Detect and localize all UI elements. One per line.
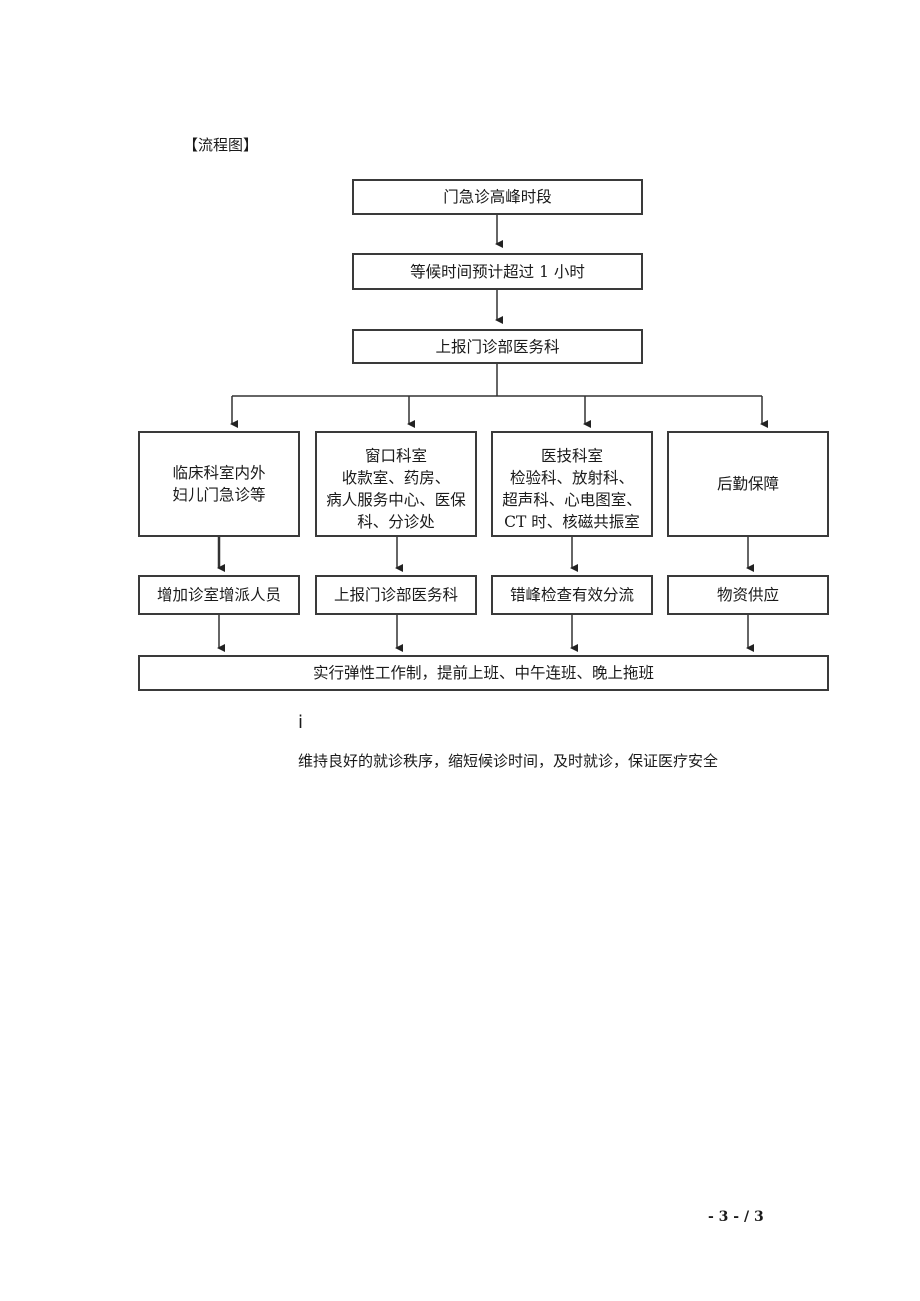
branch-window-departments: 窗口科室 收款室、药房、 病人服务中心、医保 科、分诊处	[315, 431, 477, 537]
branch-detail-line: CT 时、核磁共振室	[504, 513, 640, 531]
branch-detail-line: 病人服务中心、医保	[326, 491, 466, 509]
action-label: 增加诊室增派人员	[156, 586, 281, 604]
note-mark: i	[298, 712, 304, 733]
flow-step-label: 门急诊高峰时段	[443, 188, 552, 206]
branch-title: 窗口科室	[364, 447, 427, 465]
branch-clinical-departments: 临床科室内外 妇儿门急诊等	[138, 431, 300, 537]
flow-step-label: 上报门诊部医务科	[435, 337, 560, 356]
note-text: 维持良好的就诊秩序，缩短候诊时间，及时就诊，保证医疗安全	[298, 752, 719, 770]
branch-title: 后勤保障	[716, 475, 779, 493]
flowchart-heading: 【流程图】	[183, 136, 259, 154]
flow-final-label: 实行弹性工作制，提前上班、中午连班、晚上拖班	[312, 664, 654, 682]
branch-title: 临床科室内外	[172, 464, 266, 482]
flow-step-peak-period: 门急诊高峰时段	[352, 179, 643, 215]
flow-step-report: 上报门诊部医务科	[352, 329, 643, 364]
branch-detail-line: 科、分诊处	[357, 513, 435, 531]
branch-detail-line: 妇儿门急诊等	[172, 486, 266, 504]
action-supplies: 物资供应	[667, 575, 829, 615]
action-label: 上报门诊部医务科	[333, 586, 458, 604]
action-report-medical-affairs: 上报门诊部医务科	[315, 575, 477, 615]
branch-logistics: 后勤保障	[667, 431, 829, 537]
action-add-rooms-staff: 增加诊室增派人员	[138, 575, 300, 615]
branch-detail-line: 检验科、放射科、	[509, 469, 634, 487]
action-label: 物资供应	[716, 586, 779, 604]
page-number: - 3 - / 3	[708, 1209, 764, 1225]
action-stagger-exams: 错峰检查有效分流	[491, 575, 653, 615]
branch-title: 医技科室	[540, 447, 603, 465]
branch-detail-line: 收款室、药房、	[341, 469, 451, 487]
action-label: 错峰检查有效分流	[509, 586, 634, 604]
flow-final-step: 实行弹性工作制，提前上班、中午连班、晚上拖班	[138, 655, 829, 691]
branch-detail-line: 超声科、心电图室、	[502, 491, 642, 509]
flow-step-wait-time: 等候时间预计超过 1 小时	[352, 253, 643, 290]
flow-step-label: 等候时间预计超过 1 小时	[410, 262, 585, 281]
branch-medical-tech-departments: 医技科室 检验科、放射科、 超声科、心电图室、 CT 时、核磁共振室	[491, 431, 653, 537]
